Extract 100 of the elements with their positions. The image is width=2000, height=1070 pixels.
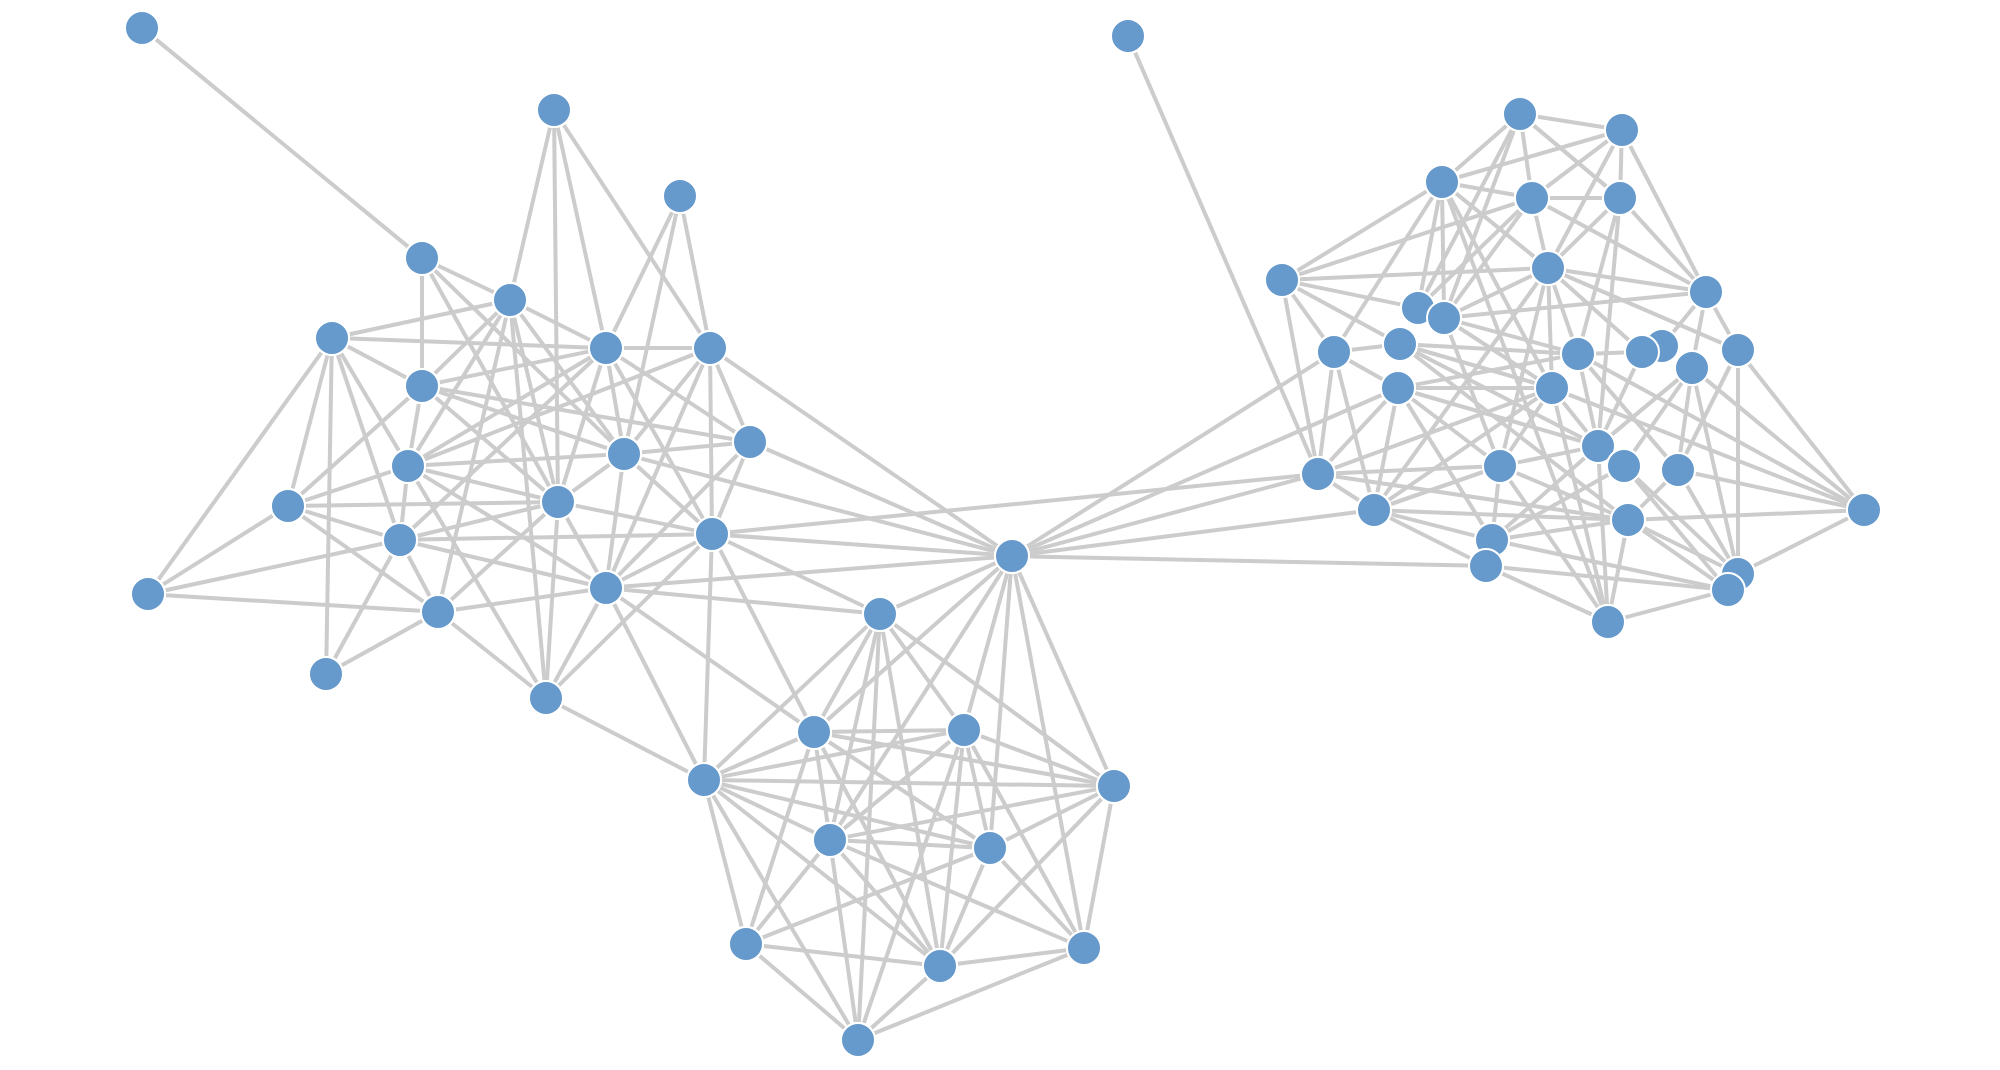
node-circle <box>946 712 982 748</box>
edge-line <box>154 37 410 249</box>
edge-line <box>619 356 737 434</box>
node-circle <box>1530 250 1566 286</box>
edge-line <box>1448 130 1516 302</box>
edge-line <box>1509 541 1711 589</box>
edge-line <box>1554 144 1616 254</box>
edge-line <box>1017 571 1109 771</box>
node-circle <box>1590 604 1626 640</box>
node-circle <box>796 714 832 750</box>
edge-line <box>623 555 995 589</box>
edge-line <box>625 213 679 437</box>
edge-line <box>641 441 733 455</box>
edge-line <box>415 480 539 684</box>
edge-line <box>1579 371 1597 429</box>
edge-line <box>1532 124 1608 188</box>
edge-line <box>519 313 615 441</box>
edge-line <box>1416 386 1534 390</box>
edge-line <box>1712 306 1732 336</box>
node-circle <box>922 948 958 984</box>
edge-line <box>575 503 695 533</box>
edge-line <box>1595 350 1625 356</box>
edge-line <box>1597 215 1621 429</box>
edge-line <box>1448 196 1546 374</box>
edge-line <box>1624 592 1712 620</box>
edge-line <box>873 952 1069 1036</box>
edge-line <box>1290 293 1326 339</box>
edge-line <box>1694 385 1736 557</box>
edge-line <box>840 852 930 954</box>
node-circle <box>694 516 730 552</box>
node-circle <box>588 330 624 366</box>
edge-line <box>1546 285 1554 371</box>
edge-line <box>1597 463 1609 605</box>
edge-line <box>827 740 977 840</box>
node-circle <box>1380 370 1416 406</box>
edge-line <box>346 344 408 380</box>
edge-line <box>888 627 956 717</box>
edge-line <box>422 473 592 581</box>
edge-line <box>1560 278 1630 342</box>
edge-line <box>715 624 869 770</box>
edge-line <box>702 551 714 763</box>
edge-line <box>439 349 589 385</box>
node-circle <box>404 240 440 276</box>
edge-line <box>1335 464 1483 476</box>
edge-line <box>881 631 939 949</box>
edge-line <box>762 852 974 940</box>
edge-line <box>438 389 608 451</box>
edge-line <box>1375 405 1397 493</box>
edge-line <box>1000 859 1074 937</box>
edge-line <box>1411 397 1487 457</box>
node-circle <box>1674 350 1710 386</box>
edge-line <box>304 509 384 537</box>
node-circle <box>420 594 456 630</box>
node-circle <box>1660 452 1696 488</box>
node-circle <box>1624 334 1660 370</box>
edge-line <box>304 469 392 503</box>
edge-line <box>965 747 989 831</box>
edge-line <box>571 463 611 493</box>
edge-line <box>749 748 811 928</box>
edge-line <box>1415 355 1561 387</box>
edge-line <box>417 532 695 542</box>
edge-line <box>165 541 383 593</box>
edge-line <box>945 863 985 951</box>
edge-line <box>434 396 546 492</box>
edge-line <box>417 542 589 586</box>
edge-line <box>1419 199 1441 291</box>
edge-line <box>715 363 745 427</box>
edge-line <box>1085 803 1113 931</box>
edge-line <box>893 623 1101 777</box>
edge-line <box>1029 510 1357 556</box>
edge-line <box>1013 573 1083 931</box>
edge-line <box>1299 266 1531 282</box>
edge-line <box>611 363 705 573</box>
edge-line <box>439 387 733 441</box>
edge-line <box>939 747 965 949</box>
edge-line <box>1328 399 1388 463</box>
edge-line <box>1508 479 1600 609</box>
node-circle <box>606 436 642 472</box>
edge-line <box>847 838 973 850</box>
node-circle <box>1502 96 1538 132</box>
node-circle <box>1096 768 1132 804</box>
edge-line <box>1610 377 1680 437</box>
edge-line <box>1390 470 1484 506</box>
edge-line <box>1416 347 1536 385</box>
edge-line <box>719 786 815 834</box>
edge-line <box>1592 360 1850 504</box>
edge-line <box>1005 792 1099 842</box>
node-circle <box>1514 180 1550 216</box>
edge-line <box>706 796 744 928</box>
edge-line <box>1299 281 1401 307</box>
node-circle <box>1382 326 1418 362</box>
edge-line <box>1508 401 1544 453</box>
edge-line <box>831 728 947 734</box>
edge-line <box>624 346 692 350</box>
edge-line <box>1440 199 1446 301</box>
edge-line <box>831 733 1097 785</box>
node-circle <box>1534 370 1570 406</box>
edge-line <box>1630 209 1696 281</box>
edge-line <box>512 127 552 283</box>
edge-line <box>156 351 324 581</box>
